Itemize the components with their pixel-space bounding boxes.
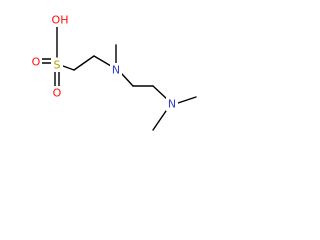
- bond-s-ch2: [62, 65, 75, 71]
- bond-ch2-n1: [93, 55, 112, 67]
- atom-amine-middle: N: [112, 64, 120, 77]
- atom-amine-terminal: N: [168, 98, 176, 111]
- bond-ch2-ch2: [73, 55, 95, 71]
- bond-n2-methyl-b: [177, 96, 197, 104]
- molecule-structure: OH S O O N N: [30, 13, 197, 131]
- atom-hydroxyl: OH: [52, 14, 69, 27]
- atom-oxo-bottom: O: [53, 87, 62, 100]
- bond-n1-ch2: [121, 73, 134, 87]
- bond-n2-methyl-a: [152, 110, 167, 131]
- atom-oxo-top: O: [32, 56, 41, 69]
- structure-diagram: OH S O O N N: [0, 0, 217, 158]
- bond-ch2-n2: [152, 85, 169, 101]
- atom-sulfur: S: [54, 59, 61, 72]
